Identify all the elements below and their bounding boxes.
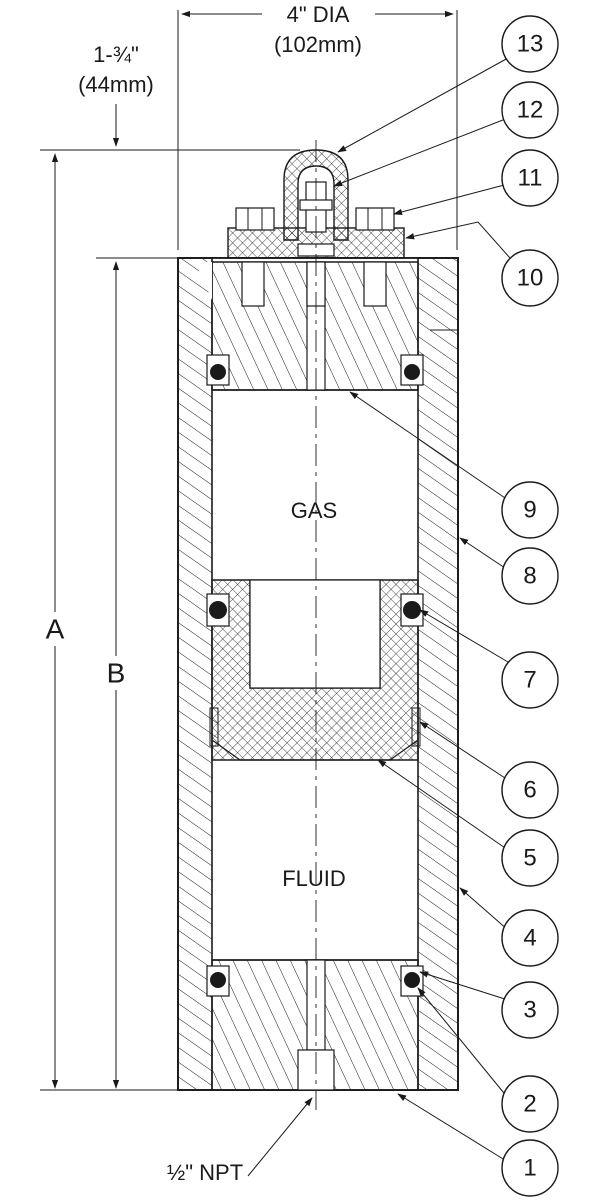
balloon-10: 10 xyxy=(501,249,559,307)
balloon-8: 8 xyxy=(501,547,559,605)
svg-text:10: 10 xyxy=(517,265,544,292)
body-dimension-b: B xyxy=(40,261,180,1091)
svg-text:5: 5 xyxy=(523,845,536,872)
gas-valve-assembly xyxy=(227,149,405,307)
balloon-12: 12 xyxy=(501,81,559,139)
balloon-9: 9 xyxy=(501,481,559,539)
svg-text:4: 4 xyxy=(523,925,536,952)
balloon-5: 5 xyxy=(501,829,559,887)
svg-text:12: 12 xyxy=(517,97,544,124)
gas-chamber: GAS xyxy=(291,498,337,523)
callout-balloons: 13 12 11 10 9 8 7 6 5 4 3 2 1 xyxy=(501,15,559,1197)
svg-text:11: 11 xyxy=(518,165,543,192)
svg-text:13: 13 xyxy=(517,31,544,58)
balloon-3: 3 xyxy=(501,981,559,1039)
fluid-label: FLUID xyxy=(282,866,346,891)
top-height-mm-label: (44mm) xyxy=(78,72,154,97)
leader-lines xyxy=(333,57,511,1163)
diameter-label: 4" DIA xyxy=(287,2,350,27)
top-end-cap xyxy=(195,261,459,558)
overall-dimension-a: A xyxy=(40,153,70,1089)
top-height-dimension: 1-¾" (44mm) xyxy=(40,42,300,259)
dimension-b-label: B xyxy=(107,658,126,689)
balloon-4: 4 xyxy=(501,909,559,967)
svg-text:6: 6 xyxy=(523,777,536,804)
diameter-dimension: 4" DIA (102mm) xyxy=(177,2,458,250)
balloon-7: 7 xyxy=(501,651,559,709)
bottom-end-cap xyxy=(206,959,424,1091)
svg-text:9: 9 xyxy=(523,497,536,524)
svg-text:2: 2 xyxy=(523,1091,536,1118)
svg-text:1: 1 xyxy=(523,1155,536,1182)
piston xyxy=(206,579,424,761)
balloon-2: 2 xyxy=(501,1075,559,1133)
dimension-a-label: A xyxy=(46,614,65,645)
svg-text:7: 7 xyxy=(523,667,536,694)
balloon-13: 13 xyxy=(501,15,559,73)
gas-label: GAS xyxy=(291,498,337,523)
balloon-11: 11 xyxy=(501,149,559,207)
fluid-chamber: FLUID xyxy=(282,866,346,891)
diameter-mm-label: (102mm) xyxy=(274,32,362,57)
balloon-1: 1 xyxy=(501,1139,559,1197)
svg-text:3: 3 xyxy=(523,997,536,1024)
svg-text:8: 8 xyxy=(523,563,536,590)
port-callout: ½" NPT xyxy=(167,1097,313,1185)
balloon-6: 6 xyxy=(501,761,559,819)
top-height-label: 1-¾" xyxy=(93,42,139,67)
port-label: ½" NPT xyxy=(167,1160,243,1185)
